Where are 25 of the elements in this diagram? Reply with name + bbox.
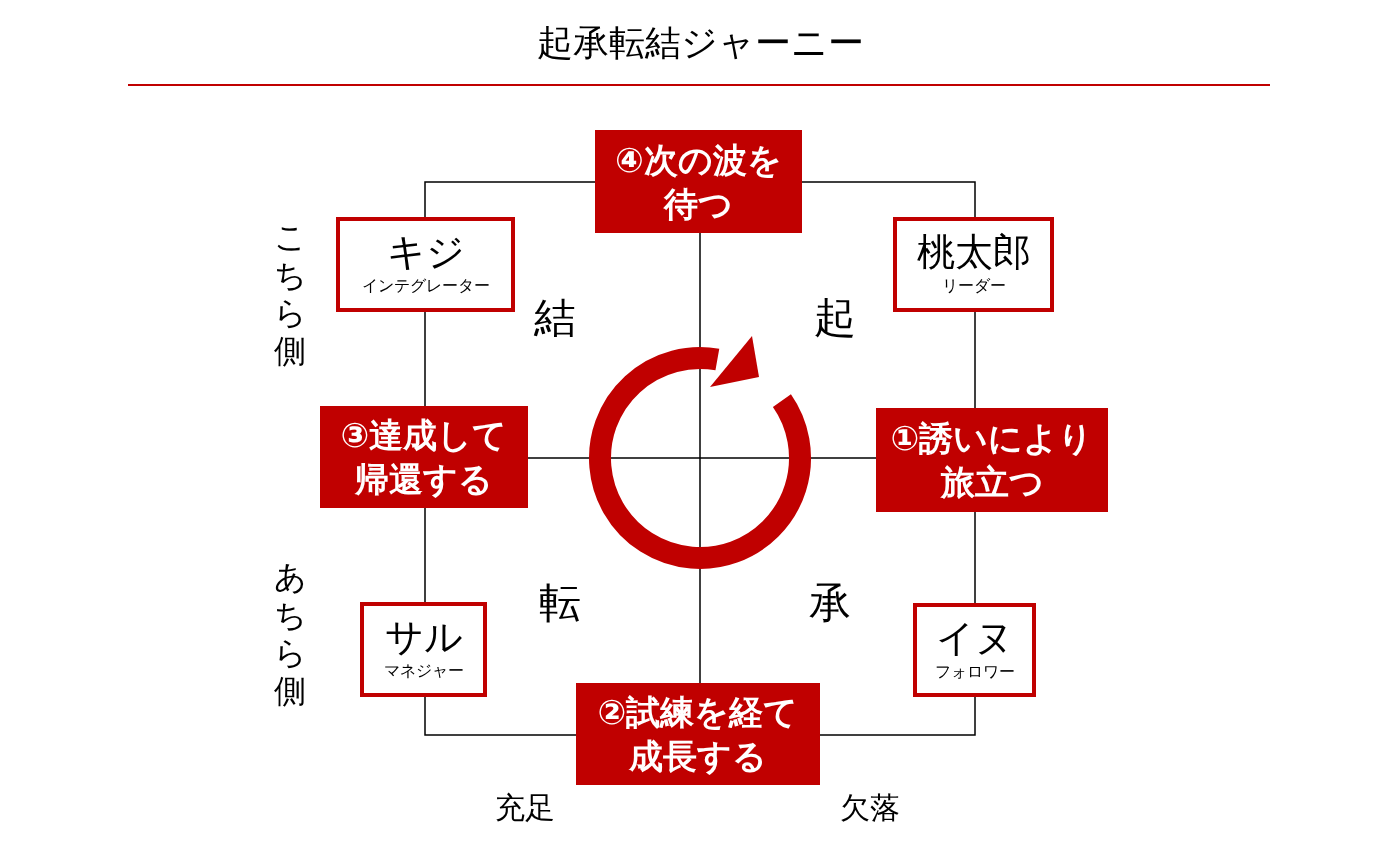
phase-label: 承 (808, 577, 852, 629)
step-box: ④次の波を待つ (595, 130, 802, 233)
side-label: あちら側 (272, 558, 308, 710)
phase-label: 転 (538, 577, 582, 629)
role-name: キジ (385, 229, 466, 275)
role-title: インテグレーター (360, 275, 491, 297)
step-box: ③達成して帰還する (320, 406, 528, 508)
step-box: ②試練を経て成長する (576, 683, 820, 785)
role-box (913, 603, 1036, 697)
phase-label: 起 (813, 292, 857, 344)
role-box (893, 217, 1054, 312)
role-box (336, 217, 515, 312)
role-name: イヌ (934, 615, 1015, 661)
role-name: 桃太郎 (915, 229, 1032, 275)
role-title: フォロワー (933, 661, 1016, 683)
phase-label: 結 (533, 292, 577, 344)
side-label: こちら側 (272, 218, 308, 370)
step-box: ①誘いにより旅立つ (876, 408, 1108, 512)
role-box (360, 602, 487, 697)
role-title: リーダー (940, 275, 1007, 297)
title: 起承転結ジャーニー (535, 21, 865, 65)
role-title: マネジャー (382, 660, 465, 682)
axis-label: 充足 (494, 789, 556, 827)
axis-label: 欠落 (839, 789, 901, 827)
role-name: サル (383, 614, 464, 660)
